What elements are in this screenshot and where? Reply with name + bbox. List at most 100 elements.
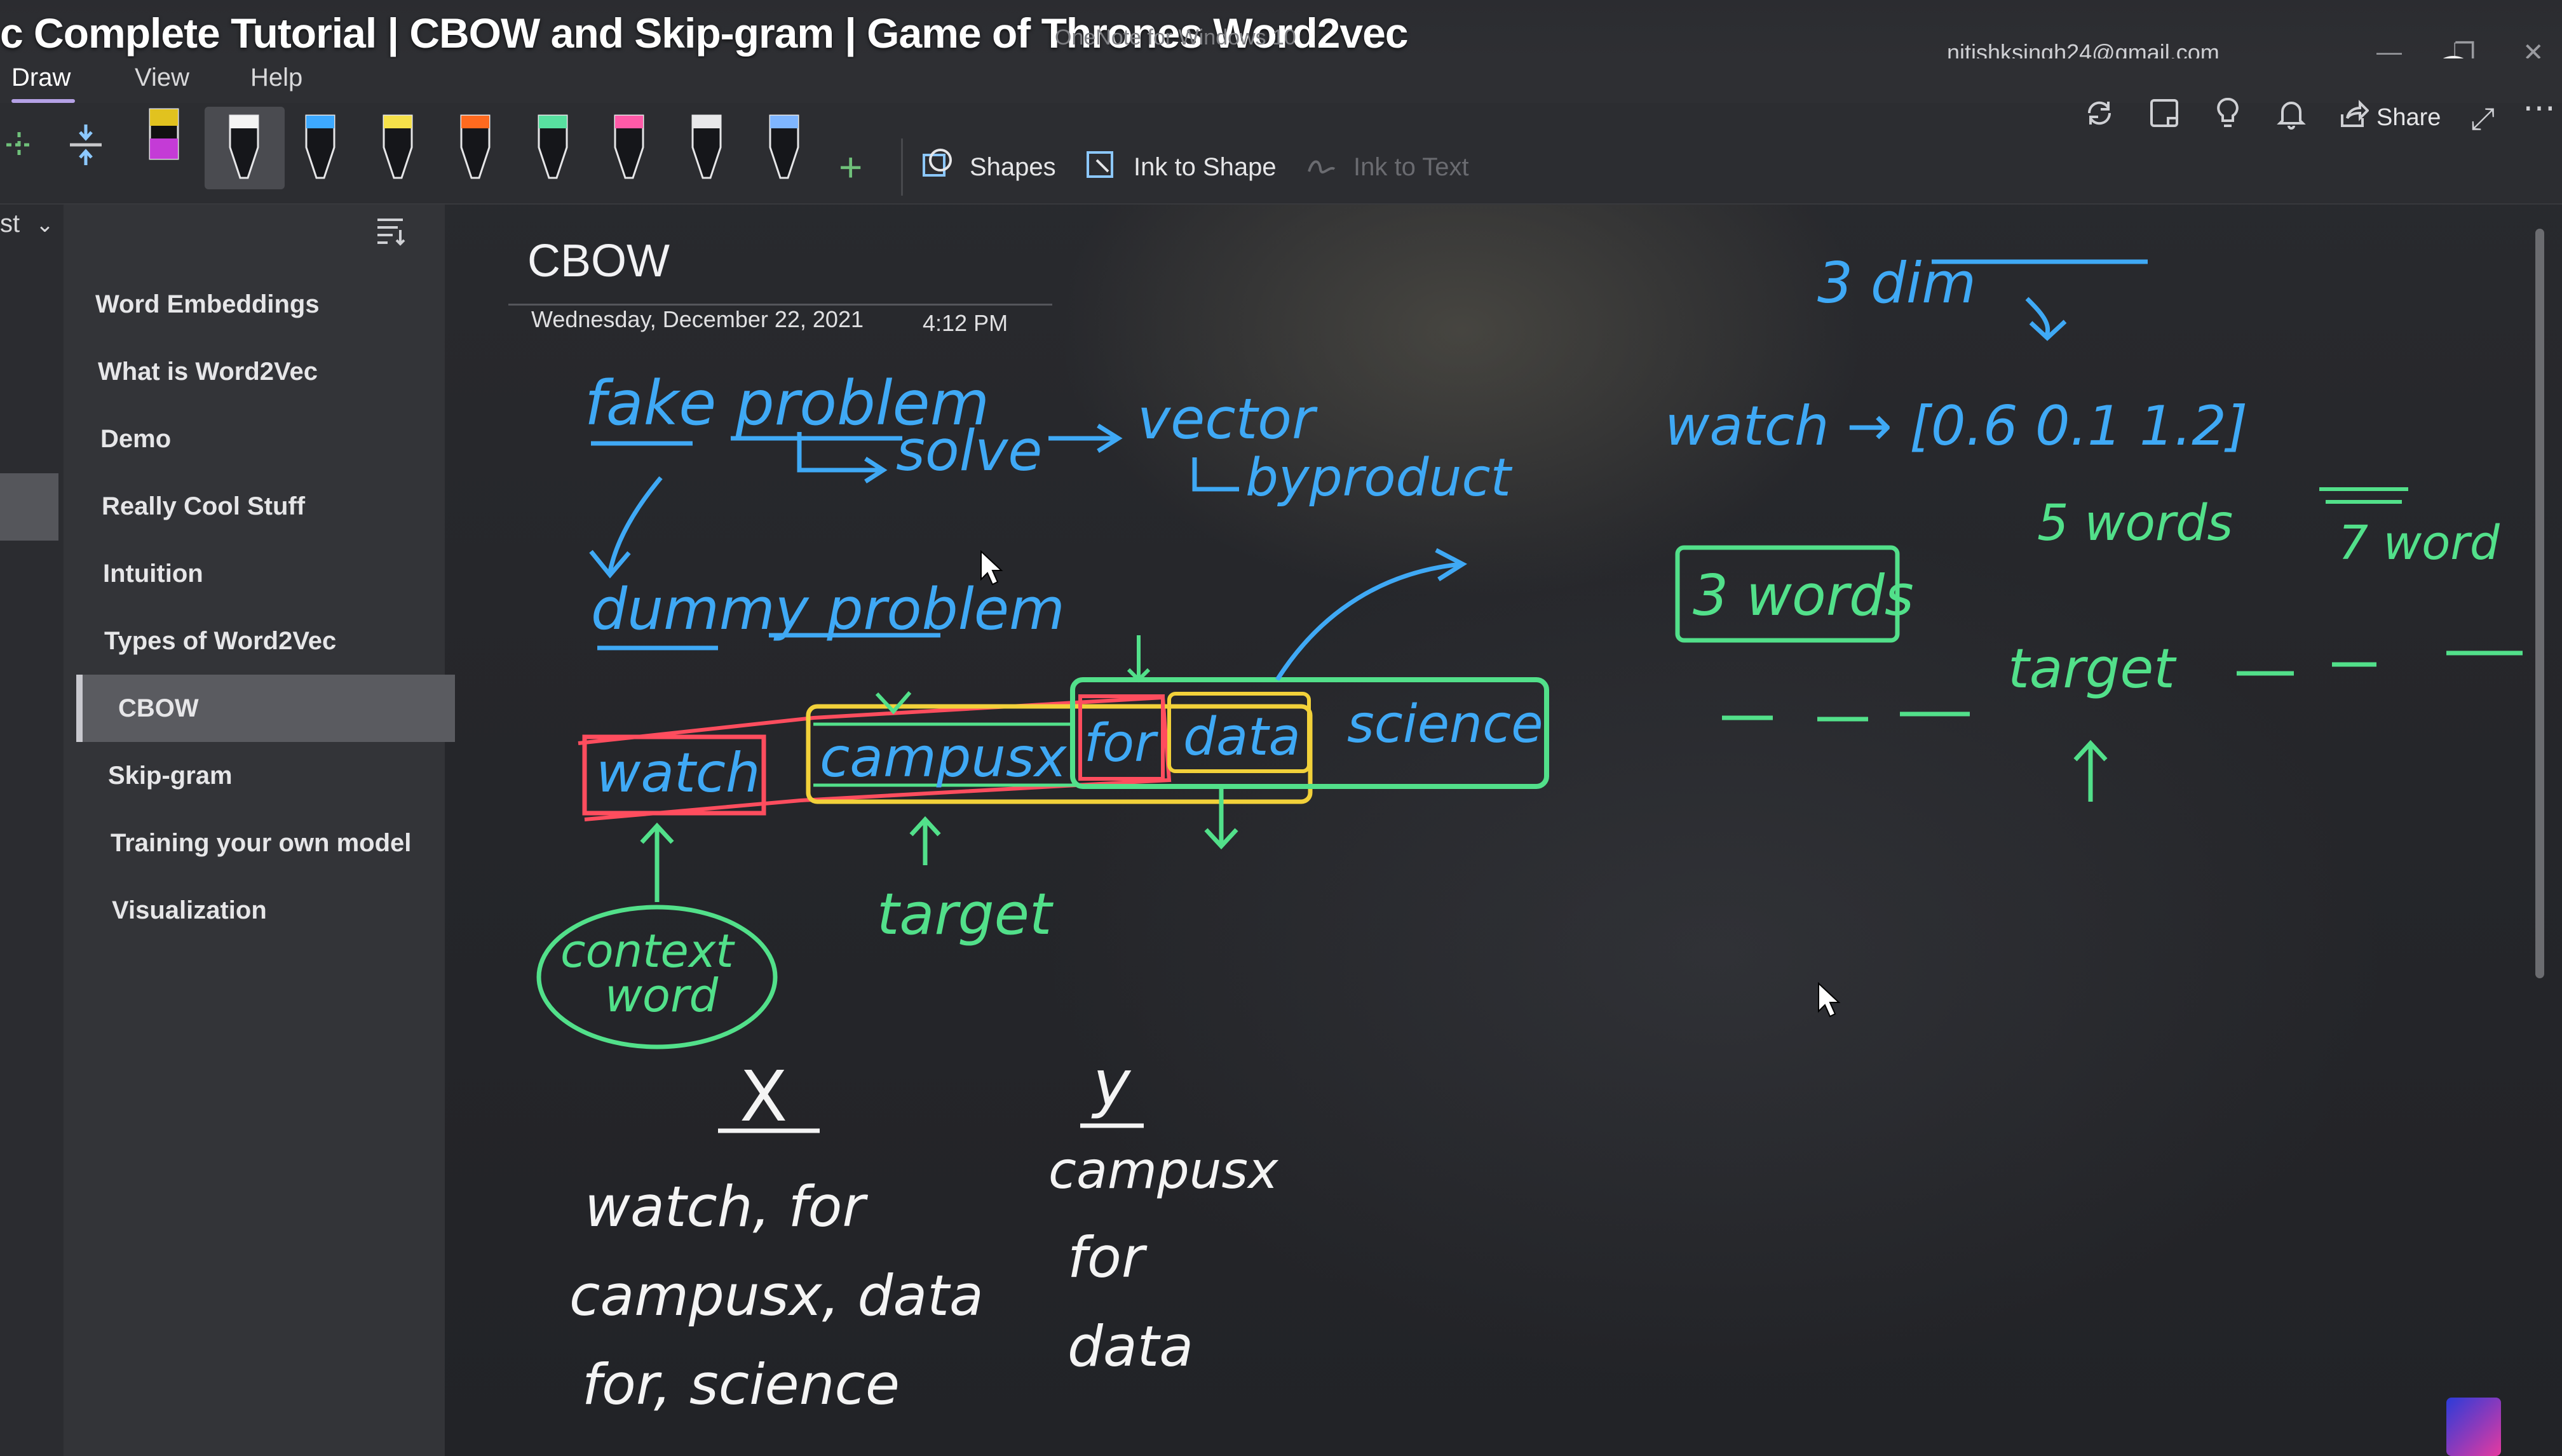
ink-x-label: X <box>740 1056 787 1137</box>
sidebar-page-visualization[interactable]: Visualization <box>112 896 267 924</box>
active-tab-indicator <box>11 99 75 103</box>
ink-3-words-box <box>1675 545 1900 643</box>
ink-box-data <box>1167 692 1311 773</box>
ink-to-shape-label: Ink to Shape <box>1134 152 1277 181</box>
ink-target-arrow <box>909 816 941 865</box>
page-list-pane <box>0 205 445 1456</box>
ink-x-row-3: for, science <box>582 1352 900 1417</box>
ink-y-label: y <box>1091 1046 1132 1121</box>
sidebar-page-what-is-word2vec[interactable]: What is Word2Vec <box>98 358 318 386</box>
ink-left-blanks <box>1722 711 1970 722</box>
ink-for-tick <box>1127 635 1151 683</box>
ink-word-for: for <box>1084 713 1158 774</box>
blue-pen-icon[interactable] <box>305 114 336 179</box>
ink-context-line1: context <box>560 924 735 978</box>
orange-marker-icon[interactable] <box>460 114 491 179</box>
ink-to-text-label: Ink to Text <box>1353 152 1469 181</box>
tab-draw[interactable]: Draw <box>11 64 71 91</box>
ink-green-window <box>1070 677 1549 789</box>
sidebar-page-types-of-word2vec[interactable]: Types of Word2Vec <box>104 627 337 655</box>
ink-y-row-2: for <box>1068 1225 1148 1290</box>
ink-y-row-3: data <box>1068 1314 1193 1379</box>
share-button[interactable]: Share <box>2338 99 2441 136</box>
white-pen-icon[interactable] <box>229 114 259 179</box>
ink-right-target: target <box>2008 637 2177 701</box>
ink-right-target-arrow <box>2073 739 2108 802</box>
sort-pages-icon[interactable] <box>372 213 408 249</box>
ink-to-text-button[interactable]: Ink to Text <box>1304 146 1469 188</box>
vertical-scrollbar[interactable] <box>2535 229 2544 978</box>
ink-y-row-1: campusx <box>1048 1141 1279 1200</box>
video-title-overlay: c Complete Tutorial | CBOW and Skip-gram… <box>0 10 1409 57</box>
shapes-button[interactable]: Shapes <box>920 146 1056 188</box>
white-pen-2-icon[interactable] <box>691 114 722 179</box>
ink-x-row-2: campusx, data <box>569 1263 984 1328</box>
ink-target: target <box>877 881 1054 948</box>
pen-gallery[interactable] <box>0 103 839 198</box>
green-pen-icon[interactable] <box>538 114 568 179</box>
sidebar-page-intuition[interactable]: Intuition <box>103 560 203 588</box>
ink-data-down-arrow <box>1204 785 1238 850</box>
sidebar-page-really-cool-stuff[interactable]: Really Cool Stuff <box>102 492 306 520</box>
add-space-icon[interactable] <box>64 119 108 170</box>
ink-3-words: 3 words <box>1693 563 1914 628</box>
sidebar-page-demo[interactable]: Demo <box>100 425 172 453</box>
ribbon-tabs: Draw View Help <box>0 58 2562 103</box>
ink-word-watch: watch <box>596 741 761 805</box>
ink-green-trail <box>813 722 1080 787</box>
yellow-pen-icon[interactable] <box>383 114 413 179</box>
sidebar-page-word-embeddings[interactable]: Word Embeddings <box>95 290 320 318</box>
ink-fake-problem: fake problem <box>585 368 989 439</box>
app-name: OneNote for Windows 10 <box>1055 25 1296 50</box>
ink-solve-arrow <box>797 432 888 483</box>
blue-pen-2-icon[interactable] <box>769 114 799 179</box>
sync-icon[interactable] <box>2080 94 2118 132</box>
sticky-notes-icon[interactable] <box>2145 94 2183 132</box>
ink-fake-underline <box>591 436 902 446</box>
page-title[interactable]: CBOW <box>527 236 670 286</box>
share-icon <box>2338 99 2369 136</box>
title-underline <box>508 304 1052 306</box>
section-label: st <box>0 210 20 238</box>
ink-context-line2: word <box>605 969 719 1022</box>
page-time: 4:12 PM <box>923 310 1008 336</box>
ink-to-shape-button[interactable]: Ink to Shape <box>1084 146 1277 188</box>
ink-byproduct: byproduct <box>1245 448 1513 508</box>
ink-vector: vector <box>1137 386 1318 452</box>
ink-strikeout <box>2319 487 2408 504</box>
ink-solve: solve <box>896 418 1042 483</box>
ink-context-circle <box>536 905 778 1049</box>
selected-section-marker[interactable] <box>0 473 58 541</box>
lightbulb-icon[interactable] <box>2209 94 2247 132</box>
taskbar-app-icon[interactable] <box>2446 1398 2501 1456</box>
shapes-label: Shapes <box>970 152 1056 181</box>
shapes-icon <box>920 146 956 188</box>
ink-down-arrow <box>589 476 663 579</box>
add-pen-icon[interactable]: + <box>839 144 863 190</box>
tab-view[interactable]: View <box>135 64 189 91</box>
more-options-icon[interactable]: ⋯ <box>2523 90 2556 126</box>
yellow-magenta-highlighter-icon[interactable] <box>149 108 179 160</box>
tab-help[interactable]: Help <box>250 64 303 91</box>
ink-x-row-1: watch, for <box>585 1174 868 1239</box>
ink-watch-vector: watch → [0.6 0.1 1.2] <box>1665 394 2247 458</box>
expand-icon[interactable]: ⤢ <box>2470 102 2495 136</box>
ink-dummy-problem: dummy problem <box>591 576 1065 643</box>
sidebar-page-cbow[interactable]: CBOW <box>76 675 455 742</box>
ink-vector-arrow <box>1048 424 1123 453</box>
section-dropdown[interactable]: st ⌄ <box>0 210 54 238</box>
lasso-select-icon[interactable] <box>0 119 38 170</box>
ink-to-text-icon <box>1304 146 1339 188</box>
bell-icon[interactable] <box>2272 94 2310 132</box>
ink-to-shape-icon <box>1084 146 1120 188</box>
sidebar-page-training-your-own-model[interactable]: Training your own model <box>111 829 412 857</box>
pink-pen-icon[interactable] <box>614 114 644 179</box>
sidebar-page-skip-gram[interactable]: Skip-gram <box>108 762 233 790</box>
ink-box-for <box>1078 694 1165 781</box>
ink-dummy-underline <box>597 633 940 650</box>
ink-word-science: science <box>1347 694 1543 755</box>
ink-byproduct-arrow <box>1192 457 1239 492</box>
ink-campusx-tick <box>875 691 912 715</box>
mouse-cursor-icon <box>980 550 1003 586</box>
